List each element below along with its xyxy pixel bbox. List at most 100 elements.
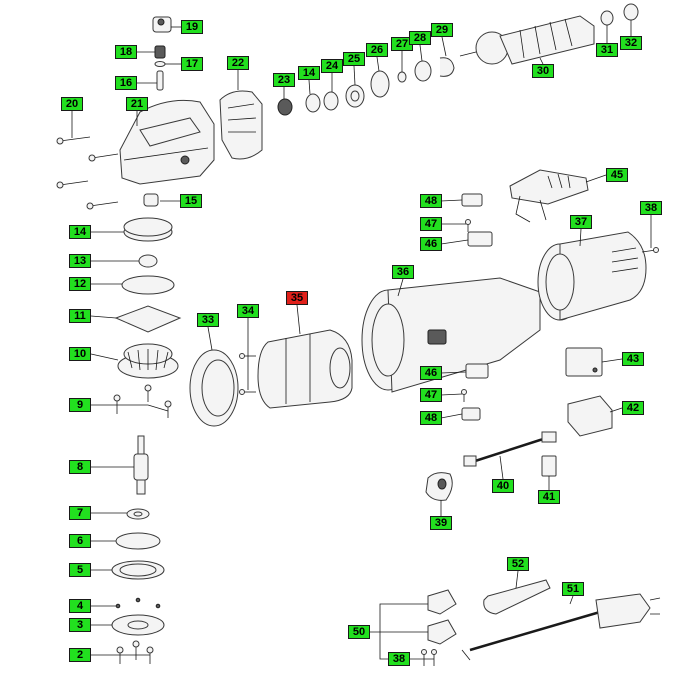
part-label-48-top[interactable]: 48 bbox=[420, 194, 442, 208]
part-label-11[interactable]: 11 bbox=[69, 309, 91, 323]
part-label-24[interactable]: 24 bbox=[321, 59, 343, 73]
part-47-low-drawing bbox=[461, 389, 467, 402]
part-label-10[interactable]: 10 bbox=[69, 347, 91, 361]
part-label-48-low[interactable]: 48 bbox=[420, 411, 442, 425]
leader-lines bbox=[71, 20, 652, 660]
part-label-39[interactable]: 39 bbox=[430, 516, 452, 530]
part-17-drawing bbox=[154, 61, 166, 67]
part-label-43[interactable]: 43 bbox=[622, 352, 644, 366]
part-label-23[interactable]: 23 bbox=[273, 73, 295, 87]
part-30-drawing bbox=[459, 15, 595, 65]
part-4-drawing bbox=[115, 597, 161, 609]
part-48-top-drawing bbox=[461, 193, 483, 207]
part-35-drawing bbox=[257, 329, 353, 409]
part-22-drawing bbox=[219, 90, 263, 160]
part-label-45[interactable]: 45 bbox=[606, 168, 628, 182]
part-48-low-drawing bbox=[461, 407, 481, 421]
part-33-drawing bbox=[189, 349, 239, 427]
part-31-drawing bbox=[600, 10, 614, 26]
part-2-drawing bbox=[116, 640, 154, 664]
part-40-drawing bbox=[463, 431, 557, 467]
part-39-drawing bbox=[425, 472, 453, 501]
part-label-22[interactable]: 22 bbox=[227, 56, 249, 70]
part-label-46-low[interactable]: 46 bbox=[420, 366, 442, 380]
part-37-drawing bbox=[537, 231, 647, 321]
part-label-25[interactable]: 25 bbox=[343, 52, 365, 66]
part-13-drawing bbox=[138, 254, 158, 268]
part-label-52[interactable]: 52 bbox=[507, 557, 529, 571]
part-label-38-top[interactable]: 38 bbox=[640, 201, 662, 215]
part-label-6[interactable]: 6 bbox=[69, 534, 91, 548]
part-38-bottom-drawing bbox=[421, 649, 437, 666]
part-14-disc-drawing bbox=[123, 217, 173, 242]
part-43-drawing bbox=[565, 347, 603, 377]
part-21-drawing bbox=[119, 99, 215, 185]
part-6-drawing bbox=[115, 532, 161, 550]
part-51-drawing bbox=[461, 593, 661, 661]
part-8-drawing bbox=[133, 435, 149, 495]
part-38-top-drawing bbox=[641, 247, 659, 253]
part-32-drawing bbox=[623, 3, 639, 21]
part-label-34[interactable]: 34 bbox=[237, 304, 259, 318]
part-label-18[interactable]: 18 bbox=[115, 45, 137, 59]
part-3-drawing bbox=[111, 614, 165, 636]
part-label-20[interactable]: 20 bbox=[61, 97, 83, 111]
part-label-2[interactable]: 2 bbox=[69, 648, 91, 662]
part-label-17[interactable]: 17 bbox=[181, 57, 203, 71]
part-36-drawing bbox=[361, 277, 541, 393]
part-label-14[interactable]: 14 bbox=[69, 225, 91, 239]
part-50-drawing bbox=[427, 589, 457, 645]
part-label-50[interactable]: 50 bbox=[348, 625, 370, 639]
part-label-3[interactable]: 3 bbox=[69, 618, 91, 632]
part-45-drawing bbox=[509, 169, 589, 223]
part-10-drawing bbox=[117, 343, 179, 379]
part-52-drawing bbox=[483, 579, 551, 615]
part-label-41[interactable]: 41 bbox=[538, 490, 560, 504]
part-9-drawing bbox=[113, 384, 172, 418]
part-label-14-top[interactable]: 14 bbox=[298, 66, 320, 80]
part-label-4[interactable]: 4 bbox=[69, 599, 91, 613]
bearing-row-drawing bbox=[277, 57, 455, 116]
part-label-28[interactable]: 28 bbox=[409, 31, 431, 45]
part-label-37[interactable]: 37 bbox=[570, 215, 592, 229]
part-label-26[interactable]: 26 bbox=[366, 43, 388, 57]
part-label-7[interactable]: 7 bbox=[69, 506, 91, 520]
part-label-29[interactable]: 29 bbox=[431, 23, 453, 37]
part-16-drawing bbox=[156, 70, 164, 91]
part-label-12[interactable]: 12 bbox=[69, 277, 91, 291]
part-label-31[interactable]: 31 bbox=[596, 43, 618, 57]
part-label-36[interactable]: 36 bbox=[392, 265, 414, 279]
part-label-33[interactable]: 33 bbox=[197, 313, 219, 327]
part-20-drawing bbox=[56, 136, 119, 210]
part-label-47-top[interactable]: 47 bbox=[420, 217, 442, 231]
part-12-drawing bbox=[121, 275, 175, 295]
part-label-47-low[interactable]: 47 bbox=[420, 388, 442, 402]
part-47-top-drawing bbox=[465, 219, 471, 232]
part-label-30[interactable]: 30 bbox=[532, 64, 554, 78]
part-label-15[interactable]: 15 bbox=[180, 194, 202, 208]
part-label-46-top[interactable]: 46 bbox=[420, 237, 442, 251]
part-label-35-highlighted[interactable]: 35 bbox=[286, 291, 308, 305]
part-label-21[interactable]: 21 bbox=[126, 97, 148, 111]
part-label-8[interactable]: 8 bbox=[69, 460, 91, 474]
part-42-drawing bbox=[567, 395, 613, 437]
part-label-51[interactable]: 51 bbox=[562, 582, 584, 596]
part-label-38-bottom[interactable]: 38 bbox=[388, 652, 410, 666]
part-41-drawing bbox=[541, 455, 557, 477]
part-label-42[interactable]: 42 bbox=[622, 401, 644, 415]
part-19-drawing bbox=[152, 16, 172, 33]
part-18-drawing bbox=[154, 45, 166, 59]
part-label-16[interactable]: 16 bbox=[115, 76, 137, 90]
part-46-low-drawing bbox=[465, 363, 489, 379]
part-label-9[interactable]: 9 bbox=[69, 398, 91, 412]
part-label-40[interactable]: 40 bbox=[492, 479, 514, 493]
part-label-13[interactable]: 13 bbox=[69, 254, 91, 268]
part-11-drawing bbox=[114, 305, 182, 333]
part-label-32[interactable]: 32 bbox=[620, 36, 642, 50]
part-label-19[interactable]: 19 bbox=[181, 20, 203, 34]
part-46-top-drawing bbox=[467, 231, 493, 247]
part-7-drawing bbox=[126, 508, 150, 520]
part-label-5[interactable]: 5 bbox=[69, 563, 91, 577]
